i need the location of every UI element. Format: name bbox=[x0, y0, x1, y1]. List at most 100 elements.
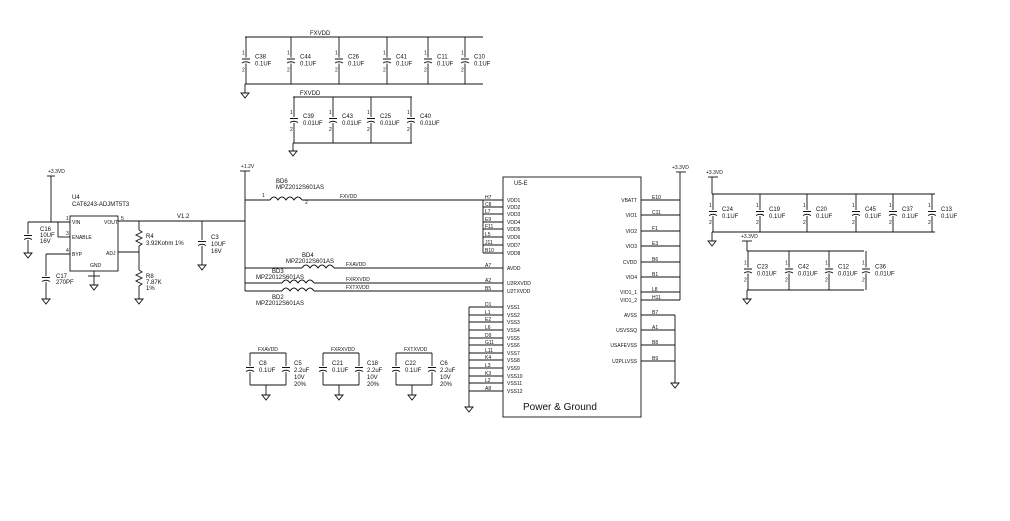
pin-name: AVSS bbox=[624, 313, 638, 319]
pin-number: C8 bbox=[485, 202, 492, 208]
cap-value: 0.1UF bbox=[865, 214, 882, 220]
pin-number: A7 bbox=[485, 263, 491, 269]
svg-text:2: 2 bbox=[756, 220, 759, 226]
svg-text:1: 1 bbox=[329, 110, 332, 116]
cap-b-voltage: 10V bbox=[440, 375, 451, 381]
cap-ref: C41 bbox=[396, 55, 408, 61]
pin-name: VSS5 bbox=[507, 336, 520, 342]
pin-name: VSS10 bbox=[507, 374, 523, 380]
cap-b-tolerance: 20% bbox=[367, 382, 380, 388]
svg-text:2: 2 bbox=[242, 68, 245, 74]
net-label-fxvdd: FXVDD bbox=[310, 31, 331, 37]
svg-text:1: 1 bbox=[461, 51, 464, 57]
svg-text:2: 2 bbox=[461, 68, 464, 74]
pin-name: VDD4 bbox=[507, 220, 521, 226]
pin-number: K3 bbox=[485, 371, 491, 377]
pin-number: L5 bbox=[485, 232, 491, 238]
svg-text:2: 2 bbox=[825, 278, 828, 284]
cap-value: 0.1UF bbox=[348, 62, 365, 68]
cap-b-value: 2.2uF bbox=[367, 368, 383, 374]
c16-voltage: 16V bbox=[40, 239, 51, 245]
pin-name: U2PLLVSS bbox=[612, 359, 638, 365]
pin-number: L1 bbox=[485, 310, 491, 316]
cap-ref: C26 bbox=[348, 55, 360, 61]
cap-ref: C24 bbox=[722, 207, 734, 213]
pin-number: L2 bbox=[485, 378, 491, 384]
net-label: FXTXVDD bbox=[404, 347, 428, 353]
cap-ref: C40 bbox=[420, 114, 432, 120]
svg-text:2: 2 bbox=[290, 127, 293, 133]
svg-text:2: 2 bbox=[862, 278, 865, 284]
c17-value: 270PF bbox=[56, 280, 74, 286]
pin-name: VSS7 bbox=[507, 351, 520, 357]
svg-text:1: 1 bbox=[889, 203, 892, 209]
net-label-1v2: +1.2V bbox=[241, 164, 255, 170]
svg-text:2: 2 bbox=[709, 220, 712, 226]
cap-ref: C36 bbox=[875, 265, 887, 271]
pin-name: VSS11 bbox=[507, 381, 522, 387]
svg-text:1: 1 bbox=[367, 110, 370, 116]
cap-value: 0.1UF bbox=[474, 62, 491, 68]
pin-name: VDD7 bbox=[507, 243, 521, 249]
cap-ref: C11 bbox=[437, 55, 448, 61]
bd3-part: MPZ2012S601AS bbox=[256, 275, 304, 281]
cap-b-tolerance: 20% bbox=[294, 382, 307, 388]
cap-value: 0.1UF bbox=[941, 214, 958, 220]
cap-ref: C25 bbox=[380, 114, 392, 120]
pin-name: VDD5 bbox=[507, 227, 521, 233]
cap-value: 0.01UF bbox=[838, 272, 858, 278]
pin-number: D9 bbox=[485, 333, 492, 339]
pin-number: B1 bbox=[652, 272, 658, 278]
cap-ref: C44 bbox=[300, 55, 312, 61]
pin-name: VIO3 bbox=[626, 244, 638, 250]
svg-text:1: 1 bbox=[803, 203, 806, 209]
pin-number: E9 bbox=[485, 217, 491, 223]
pin-name: VDD1 bbox=[507, 198, 521, 204]
bd6-part: MPZ2012S601AS bbox=[276, 185, 324, 191]
r4-value: 3.92Kohm 1% bbox=[146, 241, 184, 247]
cap-value: 0.1UF bbox=[437, 62, 454, 68]
svg-text:2: 2 bbox=[305, 200, 308, 206]
regulator-section: +3.3VD C16 10UF 16V U4 CAT6243-ADJMT5T3 … bbox=[23, 169, 245, 305]
u4-pin-num-vout: 5 bbox=[121, 216, 124, 222]
r8-value: 7.87K bbox=[146, 280, 162, 286]
bottom-filter-caps: FXAVDDC80.1UFC52.2uF10V20%FXRXVDDC210.1U… bbox=[245, 347, 456, 401]
svg-text:1: 1 bbox=[709, 203, 712, 209]
svg-text:2: 2 bbox=[335, 68, 338, 74]
u4-pin-vout: VOUT bbox=[104, 220, 118, 226]
svg-text:2: 2 bbox=[383, 68, 386, 74]
cap-value: 0.1UF bbox=[722, 214, 739, 220]
pin-number: D1 bbox=[485, 302, 492, 308]
cap-value: 0.1UF bbox=[816, 214, 833, 220]
pin-name: U2TXVDD bbox=[507, 289, 531, 295]
svg-text:2: 2 bbox=[785, 278, 788, 284]
pin-number: F11 bbox=[485, 224, 493, 230]
svg-text:2: 2 bbox=[744, 278, 747, 284]
svg-text:1: 1 bbox=[287, 51, 290, 57]
pin-number: A1 bbox=[652, 325, 658, 331]
cap-value: 0.01UF bbox=[342, 121, 362, 127]
cap-b-ref: C18 bbox=[367, 361, 379, 367]
pin-name: VDD3 bbox=[507, 212, 521, 218]
cap-a-ref: C22 bbox=[405, 361, 417, 367]
